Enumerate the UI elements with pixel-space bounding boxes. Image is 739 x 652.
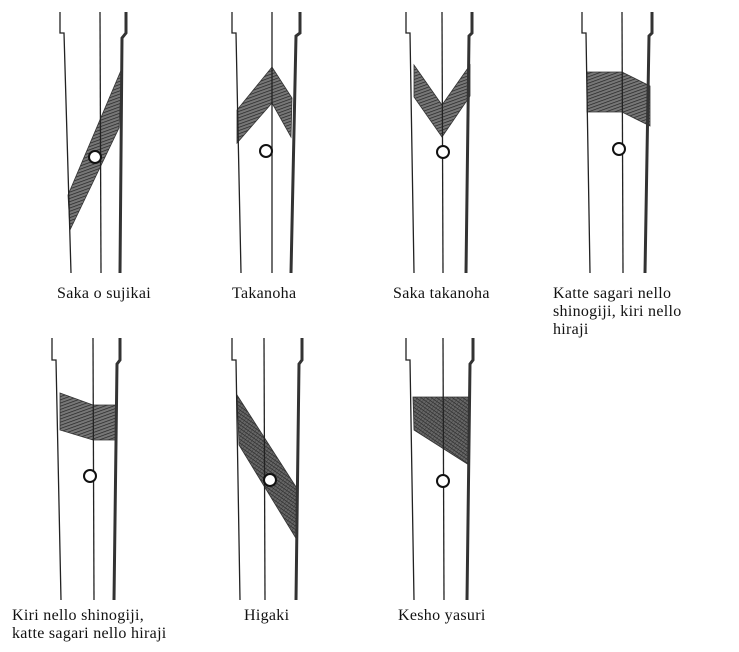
tang-back-line (405, 338, 415, 601)
caption-kesho-yasuri: Kesho yasuri (398, 607, 486, 624)
caption-higaki: Higaki (244, 607, 290, 624)
file-mark-band (236, 393, 299, 542)
tang-edge-line (464, 12, 474, 274)
panel-kiri-katte-sagari (51, 337, 122, 601)
shinogi-line (263, 337, 266, 601)
caption-saka-takanoha: Saka takanoha (393, 285, 490, 302)
file-mark-band (236, 66, 293, 145)
shinogi-line (442, 337, 445, 601)
mekugi-hole-icon (436, 474, 450, 488)
shinogi-line (441, 11, 444, 274)
file-mark-band (586, 71, 651, 127)
panel-saka-o-sujikai (59, 11, 128, 274)
file-mark-band (412, 396, 471, 466)
tang-back-line (51, 338, 62, 601)
tang-edge-line (289, 12, 302, 274)
tang-edge-line (112, 338, 122, 601)
caption-katte-sagari-kiri: Katte sagari nello shinogiji, kiri nello… (553, 285, 682, 339)
tang-back-line (231, 338, 241, 601)
mekugi-hole-icon (259, 144, 273, 158)
shinogi-line (92, 337, 95, 601)
shinogi-line (99, 11, 102, 274)
caption-kiri-katte-sagari: Kiri nello shinogiji, katte sagari nello… (12, 607, 167, 643)
caption-line: katte sagari nello hiraji (12, 625, 167, 642)
tang-edge-line (643, 12, 654, 274)
mekugi-hole-icon (436, 145, 450, 159)
mekugi-hole-icon (88, 150, 102, 164)
panel-higaki (231, 337, 304, 601)
panel-kesho-yasuri (405, 337, 475, 601)
tang-back-line (581, 12, 591, 274)
file-mark-band (59, 392, 118, 441)
shinogi-line (621, 11, 624, 274)
caption-takanoha: Takanoha (232, 285, 297, 302)
tang-back-line (231, 12, 242, 274)
tang-edge-line (465, 338, 475, 601)
caption-line: hiraji (553, 321, 589, 338)
tang-edge-line (118, 12, 128, 274)
mekugi-hole-icon (612, 142, 626, 156)
tang-back-line (59, 12, 72, 274)
tang-back-line (405, 12, 415, 274)
caption-line: shinogiji, kiri nello (553, 303, 682, 320)
panel-katte-sagari-kiri (581, 11, 654, 274)
caption-line: Katte sagari nello (553, 285, 672, 302)
file-mark-band (67, 67, 123, 231)
panel-takanoha (231, 12, 302, 274)
tang-edge-line (294, 338, 304, 601)
mekugi-hole-icon (263, 473, 277, 487)
caption-saka-o-sujikai: Saka o sujikai (57, 285, 151, 302)
caption-line: Kiri nello shinogiji, (12, 607, 145, 624)
panel-saka-takanoha (405, 11, 474, 274)
mekugi-hole-icon (83, 469, 97, 483)
